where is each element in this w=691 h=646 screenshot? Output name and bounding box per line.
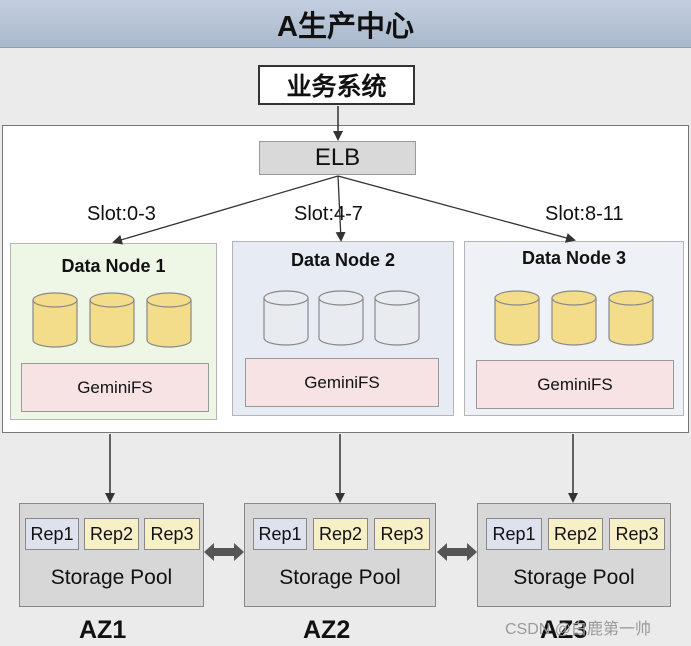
disk-icon-top	[551, 290, 597, 306]
data-node-title: Data Node 3	[521, 248, 627, 268]
watermark: CSDN @白鹿第一帅	[505, 621, 652, 638]
az-label-2: AZ2	[303, 616, 351, 644]
data-node-title: Data Node 2	[290, 250, 396, 270]
rep3-box: Rep3	[374, 518, 430, 550]
disk-icon	[374, 297, 420, 346]
storage-pool-label: Storage Pool	[513, 566, 635, 589]
page-title: A生产中心	[0, 0, 691, 48]
arrow-elb-to-node2	[335, 175, 346, 242]
disk-icon-top	[494, 290, 540, 306]
disk-icon-top	[318, 290, 364, 306]
disk-icon	[494, 297, 540, 346]
rep3-box: Rep3	[609, 518, 665, 550]
rep1-box: Rep1	[253, 518, 307, 550]
disk-icons	[32, 290, 654, 348]
disk-icon	[263, 297, 309, 346]
slot-label-1: Slot:0-3	[87, 203, 156, 225]
rep2-box: Rep2	[548, 518, 603, 550]
rep2-box: Rep2	[313, 518, 368, 550]
rep1-box: Rep1	[486, 518, 542, 550]
disk-icon	[318, 297, 364, 346]
storage-pool-az3: Rep1 Rep2 Rep3 Storage Pool	[477, 503, 671, 607]
disk-icon-top	[374, 290, 420, 306]
rep1-box: Rep1	[25, 518, 79, 550]
disk-icon-top	[608, 290, 654, 306]
disk-icon	[551, 297, 597, 346]
storage-pool-label: Storage Pool	[279, 566, 401, 589]
rep2-box: Rep2	[84, 518, 139, 550]
disk-icon	[608, 297, 654, 346]
disk-icon-top	[32, 292, 78, 308]
disk-icon-top	[89, 292, 135, 308]
disk-icon	[146, 299, 192, 348]
arrow-elb-to-node3	[337, 175, 576, 243]
slot-label-3: Slot:8-11	[545, 203, 624, 225]
az-label-3: AZ3	[540, 616, 588, 644]
rep3-box: Rep3	[144, 518, 200, 550]
storage-pool-az2: Rep1 Rep2 Rep3 Storage Pool	[244, 503, 436, 607]
data-node-title: Data Node 1	[61, 256, 166, 276]
double-arrow-az2-az3	[437, 543, 477, 561]
geminifs-box: GeminiFS	[476, 360, 674, 409]
disk-icon-top	[146, 292, 192, 308]
disk-icon	[89, 299, 135, 348]
az-label-1: AZ1	[79, 616, 127, 644]
storage-pool-az1: Rep1 Rep2 Rep3 Storage Pool	[19, 503, 204, 607]
business-system-box: 业务系统	[258, 65, 415, 105]
disk-icon	[32, 299, 78, 348]
slot-label-2: Slot:4-7	[294, 203, 363, 225]
geminifs-box: GeminiFS	[245, 358, 439, 407]
geminifs-box: GeminiFS	[21, 363, 209, 412]
disk-icon-top	[263, 290, 309, 306]
elb-box: ELB	[259, 141, 416, 175]
storage-pool-label: Storage Pool	[50, 566, 173, 589]
double-arrow-az1-az2	[204, 543, 244, 561]
arrow-elb-to-node1	[112, 175, 339, 245]
